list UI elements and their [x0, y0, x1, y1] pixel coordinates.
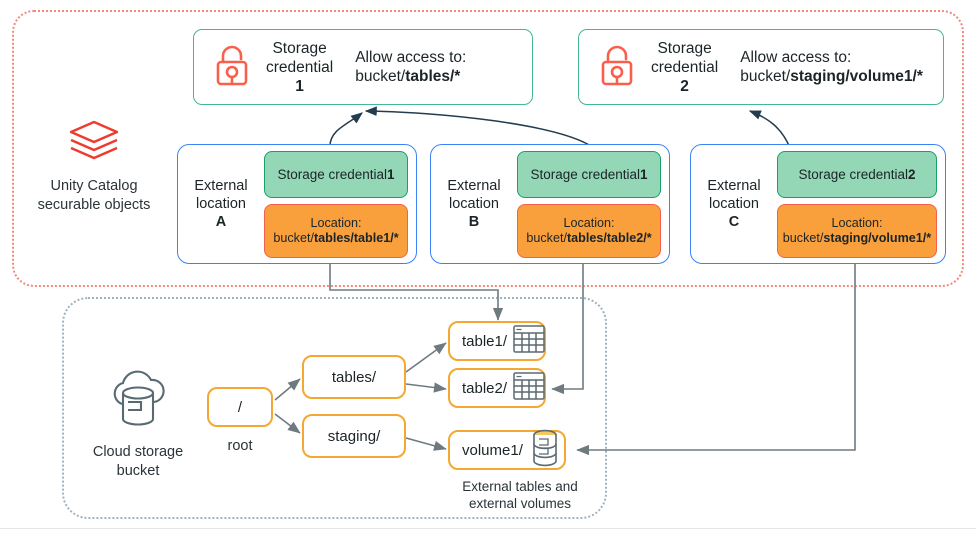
chip-location-path: tables/table2/* — [566, 230, 652, 245]
bucket-node-table2-label: table2/ — [462, 379, 508, 397]
cloud-storage-legend: Cloud storage bucket — [58, 368, 218, 481]
unity-catalog-legend-text: Unity Catalog securable objects — [14, 177, 174, 215]
arrow-extlocC-to-volume1 — [576, 264, 856, 456]
credential-number: 1 — [295, 77, 304, 95]
caption-line1: External tables and — [462, 479, 578, 494]
chip-location-value: bucket/tables/table2/* — [526, 231, 651, 246]
credential-title-line2: credential — [651, 58, 719, 76]
allow-path: tables/* — [405, 68, 461, 85]
legend-line1: Unity Catalog — [50, 178, 138, 194]
external-location-b-location-chip[interactable]: Location: bucket/tables/table2/* — [517, 203, 661, 258]
legend-line2: securable objects — [37, 197, 151, 213]
chip-credential-number: 2 — [908, 166, 916, 182]
external-location-c-location-chip[interactable]: Location: bucket/staging/volume1/* — [777, 203, 937, 258]
external-location-b-credential-chip[interactable]: Storage credential 1 — [517, 150, 661, 198]
chip-location-label: Location: — [563, 215, 615, 230]
chip-credential-number: 1 — [640, 166, 648, 182]
external-location-b-stack: Storage credential 1 Location: bucket/ta… — [517, 150, 669, 258]
credential-title-line2: credential — [266, 58, 334, 76]
credential-title-line1: Storage — [272, 39, 327, 57]
external-location-a-label: External location A — [178, 177, 264, 231]
chip-location-prefix: bucket/ — [782, 230, 824, 245]
storage-credential-1-title: Storage credential 1 — [266, 39, 333, 96]
external-location-a-credential-chip[interactable]: Storage credential 1 — [264, 150, 408, 198]
bucket-node-tables[interactable]: tables/ — [302, 355, 406, 399]
legend-line1: Cloud storage — [92, 444, 184, 460]
extloc-label-line2: location — [449, 196, 499, 212]
external-location-b-label: External location B — [431, 177, 517, 231]
chip-location-prefix: bucket/ — [526, 230, 567, 245]
cloud-storage-legend-text: Cloud storage bucket — [58, 443, 218, 481]
bucket-node-volume1-label: volume1/ — [462, 441, 523, 459]
table-icon — [512, 324, 546, 358]
allow-path: staging/volume1/* — [790, 68, 923, 85]
extloc-label-line1: External — [194, 178, 248, 194]
bucket-node-tables-label: tables/ — [331, 368, 377, 386]
extloc-label-line2: location — [709, 196, 759, 212]
credential-title-line1: Storage — [657, 39, 712, 57]
external-location-c-label: External location C — [691, 177, 777, 231]
allow-label: Allow access to: — [740, 49, 852, 66]
chip-credential-number: 1 — [387, 166, 395, 182]
chip-location-label: Location: — [831, 215, 883, 230]
extloc-label-line1: External — [707, 178, 761, 194]
extloc-label-line2: location — [196, 196, 246, 212]
external-location-a[interactable]: External location A Storage credential 1… — [177, 144, 417, 264]
databricks-logo-icon — [67, 120, 121, 168]
storage-credential-2-allow: Allow access to: bucket/staging/volume1/… — [740, 48, 923, 86]
allow-prefix: bucket/ — [355, 68, 406, 85]
chip-location-path: staging/volume1/* — [823, 230, 932, 245]
allow-prefix: bucket/ — [740, 68, 791, 85]
chip-location-prefix: bucket/ — [273, 230, 314, 245]
bottom-divider — [0, 528, 976, 529]
bucket-node-staging-label: staging/ — [327, 427, 381, 445]
allow-label: Allow access to: — [355, 49, 467, 66]
external-location-c-stack: Storage credential 2 Location: bucket/st… — [777, 150, 945, 258]
bucket-node-volume1[interactable]: volume1/ — [448, 429, 566, 471]
external-tables-volumes-caption: External tables and external volumes — [430, 478, 610, 512]
external-location-c-credential-chip[interactable]: Storage credential 2 — [777, 150, 937, 198]
bucket-node-table1-label: table1/ — [462, 332, 508, 350]
extloc-name: B — [468, 214, 480, 230]
credential-number: 2 — [680, 77, 689, 95]
storage-credential-card-2[interactable]: Storage credential 2 Allow access to: bu… — [578, 29, 944, 105]
extloc-label-line1: External — [447, 178, 501, 194]
chip-credential-prefix: Storage credential — [530, 166, 641, 182]
bucket-node-root-label: / — [237, 398, 243, 416]
lock-icon — [597, 43, 637, 92]
bucket-node-table2[interactable]: table2/ — [448, 368, 546, 408]
external-location-b[interactable]: External location B Storage credential 1… — [430, 144, 670, 264]
chip-location-value: bucket/tables/table1/* — [273, 231, 398, 246]
external-location-a-location-chip[interactable]: Location: bucket/tables/table1/* — [264, 203, 408, 258]
lock-icon — [212, 43, 252, 92]
bucket-node-root-caption: root — [207, 437, 273, 455]
caption-line2: external volumes — [468, 496, 572, 511]
legend-line2: bucket — [116, 463, 160, 479]
external-location-c[interactable]: External location C Storage credential 2… — [690, 144, 946, 264]
table-icon — [512, 371, 546, 405]
extloc-name: A — [215, 214, 227, 230]
chip-location-path: tables/table1/* — [313, 230, 399, 245]
chip-location-label: Location: — [310, 215, 362, 230]
chip-credential-prefix: Storage credential — [798, 166, 909, 182]
root-caption-text: root — [227, 438, 253, 454]
storage-credential-card-1[interactable]: Storage credential 1 Allow access to: bu… — [193, 29, 533, 105]
bucket-node-staging[interactable]: staging/ — [302, 414, 406, 458]
cloud-storage-icon — [102, 370, 174, 434]
external-location-a-stack: Storage credential 1 Location: bucket/ta… — [264, 150, 416, 258]
chip-credential-prefix: Storage credential — [277, 166, 388, 182]
unity-catalog-legend: Unity Catalog securable objects — [14, 118, 174, 215]
bucket-node-root[interactable]: / — [207, 387, 273, 427]
storage-credential-2-title: Storage credential 2 — [651, 39, 718, 96]
chip-location-value: bucket/staging/volume1/* — [783, 231, 931, 246]
extloc-name: C — [728, 214, 740, 230]
volume-database-icon — [530, 429, 560, 471]
storage-credential-1-allow: Allow access to: bucket/tables/* — [355, 48, 466, 86]
bucket-node-table1[interactable]: table1/ — [448, 321, 546, 361]
